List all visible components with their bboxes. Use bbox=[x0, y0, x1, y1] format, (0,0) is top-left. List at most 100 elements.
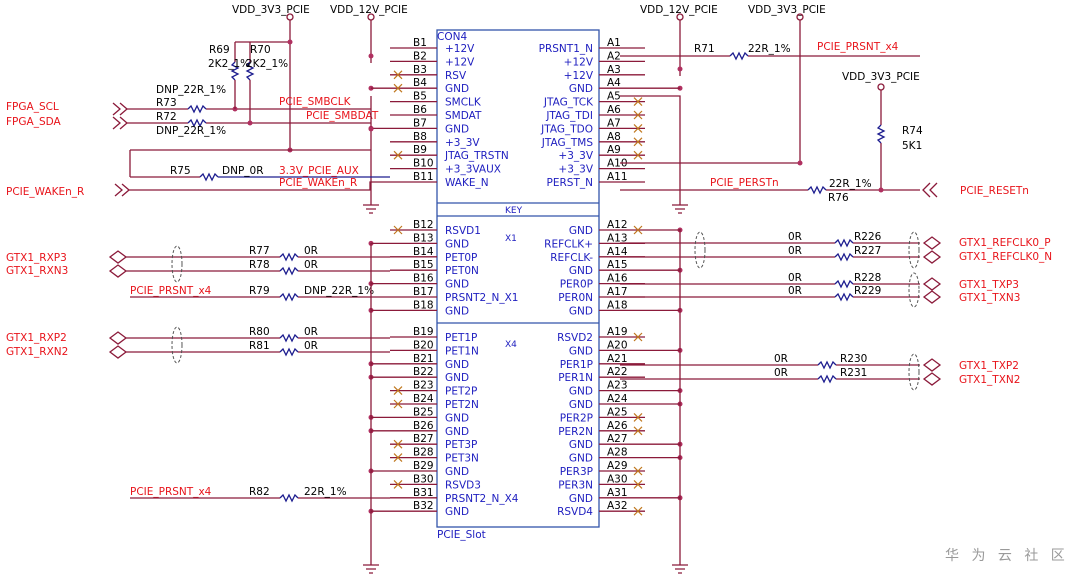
a-pin-number: A24 bbox=[607, 393, 628, 405]
a-pin-group: A1PRSNT1_NA2+12VA3+12VA4GNDA5JTAG_TCKA6J… bbox=[539, 37, 683, 518]
a-pin-name: +12V bbox=[564, 70, 594, 82]
b-pin-number: B2 bbox=[413, 50, 427, 62]
b-pin-name: GND bbox=[445, 83, 469, 95]
svg-text:0R: 0R bbox=[774, 353, 788, 365]
a-pin-number: A11 bbox=[607, 171, 628, 183]
gnd-bus-top bbox=[129, 96, 379, 214]
svg-text:PCIE_PERSTn: PCIE_PERSTn bbox=[710, 177, 779, 189]
no-connect-icon bbox=[633, 123, 643, 133]
a-pin-number: A21 bbox=[607, 353, 628, 365]
watermark: 华 为 云 社 区 bbox=[945, 548, 1066, 564]
svg-text:PCIE_PRSNT_x4: PCIE_PRSNT_x4 bbox=[130, 486, 212, 498]
offpage-arrow-icon bbox=[114, 183, 130, 197]
b-pin-number: B17 bbox=[413, 286, 434, 298]
b-pin-number: B24 bbox=[413, 393, 434, 405]
no-connect-icon bbox=[393, 386, 403, 396]
r69-r70: R69 R70 2K2_1% 2K2_1% bbox=[208, 44, 288, 122]
r82-group: PCIE_PRSNT_x4 R82 22R_1% bbox=[130, 486, 390, 503]
a-pin-number: A23 bbox=[607, 380, 628, 392]
diff-port-icon bbox=[108, 331, 128, 359]
b-pin-number: B13 bbox=[413, 232, 434, 244]
a-pin: A3+12V bbox=[564, 64, 645, 82]
power-right: VDD_12V_PCIE VDD_3V3_PCIE bbox=[620, 4, 826, 166]
fpga-i2c: FPGA_SCL FPGA_SDA DNP_22R_1% R73 R72 DNP… bbox=[6, 84, 379, 137]
svg-text:GTX1_RXP3: GTX1_RXP3 bbox=[6, 252, 67, 264]
no-connect-icon bbox=[633, 506, 643, 516]
net-pcie-wake-r: PCIE_WAKEn_R bbox=[6, 186, 84, 198]
svg-text:0R: 0R bbox=[788, 285, 802, 297]
b-pin-name: WAKE_N bbox=[445, 177, 489, 189]
tx2-group: 0R R230 0R R231 GTX1_TXP2 GTX1_TXN2 bbox=[620, 353, 1020, 391]
svg-text:VDD_3V3_PCIE: VDD_3V3_PCIE bbox=[842, 71, 920, 83]
no-connect-icon bbox=[393, 150, 403, 160]
svg-text:0R: 0R bbox=[788, 272, 802, 284]
b-pin-number: B3 bbox=[413, 64, 427, 76]
b-pin-number: B23 bbox=[413, 380, 434, 392]
svg-text:PCIE_PRSNT_x4: PCIE_PRSNT_x4 bbox=[817, 41, 899, 53]
b-pin-name: PET2N bbox=[445, 399, 479, 411]
perst-group: VDD_3V3_PCIE R74 5K1 PCIE_PERSTn 22R_1% … bbox=[620, 71, 1029, 204]
a-pin-name: REFCLK- bbox=[550, 252, 593, 264]
svg-text:GTX1_REFCLK0_N: GTX1_REFCLK0_N bbox=[959, 251, 1052, 263]
svg-text:GTX1_TXN3: GTX1_TXN3 bbox=[959, 292, 1020, 304]
svg-text:22R_1%: 22R_1% bbox=[748, 43, 791, 55]
svg-text:R231: R231 bbox=[840, 367, 867, 379]
a-pin-name: PER3N bbox=[558, 479, 593, 491]
b-pin: B10+3_3VAUX bbox=[390, 158, 501, 176]
b-pin-name: GND bbox=[445, 466, 469, 478]
rx2-group: GTX1_RXP2 GTX1_RXN2 R80 0R R81 0R bbox=[6, 326, 390, 364]
no-connect-icon bbox=[393, 439, 403, 449]
a-pin-name: GND bbox=[569, 83, 593, 95]
b-pin-number: B15 bbox=[413, 259, 434, 271]
b-pin-name: GND bbox=[445, 359, 469, 371]
b-pin-name: +12V bbox=[445, 56, 475, 68]
b-pin: B1+12V bbox=[390, 37, 475, 55]
svg-text:R70: R70 bbox=[250, 44, 271, 56]
svg-text:0R: 0R bbox=[788, 245, 802, 257]
b-pin-name: PRSNT2_N_X1 bbox=[445, 292, 518, 304]
svg-text:R227: R227 bbox=[854, 245, 881, 257]
svg-text:R71: R71 bbox=[694, 43, 715, 55]
no-connect-icon bbox=[633, 466, 643, 476]
a-pin-number: A8 bbox=[607, 131, 621, 143]
a-pin-number: A30 bbox=[607, 473, 628, 485]
a-pin-number: A18 bbox=[607, 299, 628, 311]
rx3-group: GTX1_RXP3 GTX1_RXN3 R77 0R R78 0R bbox=[6, 245, 390, 283]
net-pcie-smbclk: PCIE_SMBCLK bbox=[279, 96, 352, 108]
no-connect-icon bbox=[633, 426, 643, 436]
b-pin-number: B6 bbox=[413, 104, 427, 116]
diff-port-icon bbox=[922, 277, 942, 304]
b-pin-name: GND bbox=[445, 506, 469, 518]
a-pin-number: A20 bbox=[607, 339, 628, 351]
a-pin-number: A22 bbox=[607, 366, 628, 378]
a-pin-number: A4 bbox=[607, 77, 621, 89]
no-connect-icon bbox=[393, 399, 403, 409]
a-pin-name: RSVD2 bbox=[557, 332, 593, 344]
a-pin-number: A9 bbox=[607, 144, 621, 156]
no-connect-icon bbox=[633, 479, 643, 489]
b-pin-name: +12V bbox=[445, 43, 475, 55]
svg-text:5K1: 5K1 bbox=[902, 140, 922, 152]
vdd12-left-label: VDD_12V_PCIE bbox=[330, 4, 408, 16]
b-pin-number: B21 bbox=[413, 353, 434, 365]
svg-text:R76: R76 bbox=[828, 192, 849, 204]
no-connect-icon bbox=[633, 412, 643, 422]
a-pin-number: A26 bbox=[607, 420, 628, 432]
r79-group: PCIE_PRSNT_x4 R79 DNP_22R_1% bbox=[130, 285, 390, 302]
a-pin-name: +3_3V bbox=[558, 164, 593, 176]
a-pin-name: JTAG_TDO bbox=[540, 123, 593, 135]
a-pin-name: GND bbox=[569, 399, 593, 411]
b-pin-name: GND bbox=[445, 412, 469, 424]
